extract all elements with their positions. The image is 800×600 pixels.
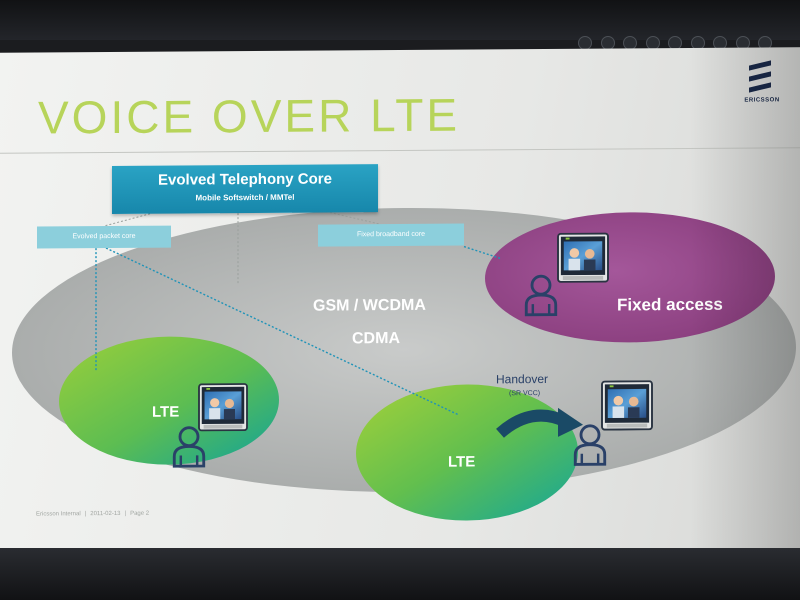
- slide-screen: VOICE OVER LTE ERICSSON: [0, 47, 800, 558]
- core-to-epc-link: [103, 213, 151, 227]
- core-title: Evolved Telephony Core: [158, 170, 332, 189]
- footer-classification: Ericsson Internal: [36, 511, 81, 518]
- network-diagram: [12, 207, 796, 521]
- monitor-bezel-bottom: [0, 548, 800, 600]
- evolved-telephony-core-box: Evolved Telephony Core Mobile Softswitch…: [112, 164, 378, 215]
- lte-left-label: LTE: [152, 403, 180, 421]
- ericsson-logo-icon: [749, 60, 771, 93]
- footer-date: 2011-02-13: [90, 510, 121, 518]
- srvcc-label: (SR VCC): [509, 390, 541, 398]
- video-phone-icon: [557, 232, 609, 283]
- slide-footer: Ericsson Internal|2011-02-13|Page 2: [36, 510, 150, 518]
- video-phone-icon: [198, 383, 248, 432]
- core-to-fbc-link: [329, 212, 381, 225]
- handover-label: Handover: [496, 371, 549, 387]
- core-subtitle: Mobile Softswitch / MMTel: [195, 192, 295, 203]
- fixed-access-label: Fixed access: [617, 294, 723, 315]
- gsm-wcdma-label: GSM / WCDMA: [313, 296, 426, 315]
- epc-to-lte-right-link: [105, 247, 459, 416]
- evolved-packet-core-box: Evolved packet core: [37, 225, 171, 249]
- cdma-label: CDMA: [352, 330, 400, 348]
- handover-arrow-head: [558, 407, 583, 437]
- lte-left-ellipse: [59, 336, 279, 465]
- footer-page: Page 2: [130, 510, 150, 517]
- fixed-broadband-core-box: Fixed broadband core: [318, 223, 464, 247]
- monitor-buttons: [574, 36, 772, 55]
- monitor-bezel-top: [0, 0, 800, 40]
- ericsson-logo: ERICSSON: [740, 59, 780, 107]
- lte-right-label: LTE: [448, 453, 476, 471]
- video-phone-icon: [601, 380, 653, 431]
